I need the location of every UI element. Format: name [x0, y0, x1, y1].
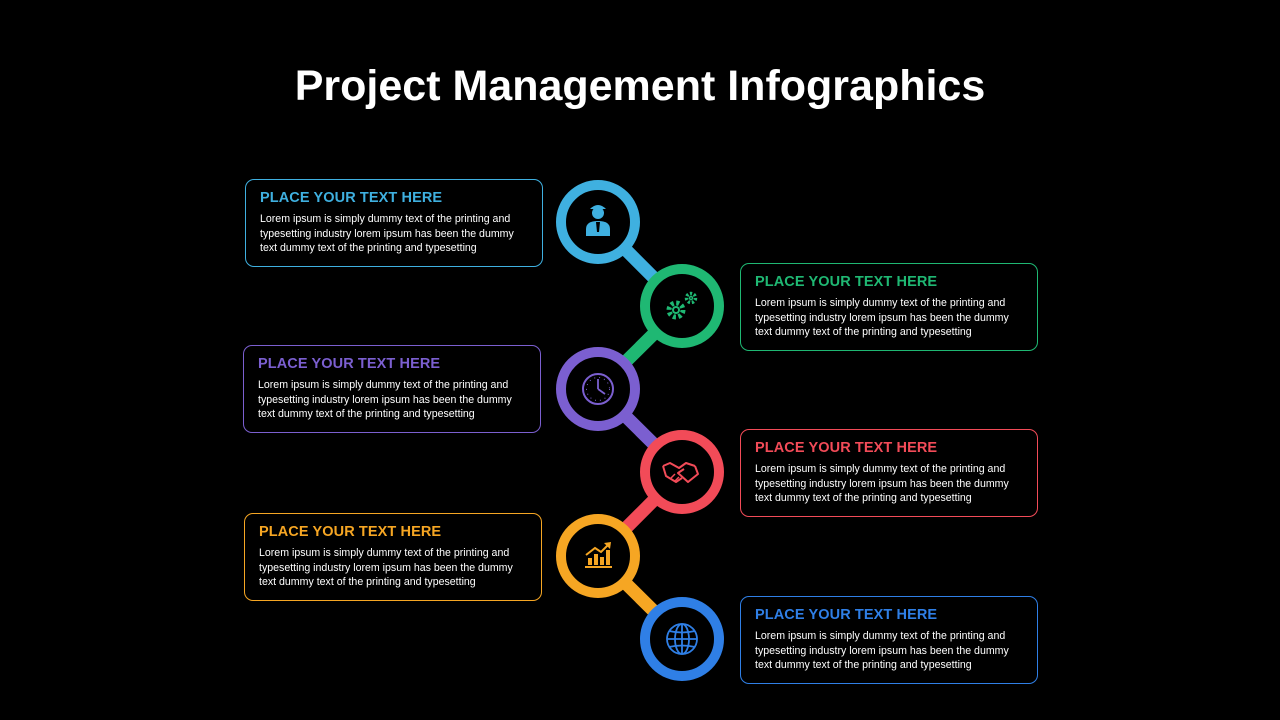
step-node-6 — [640, 597, 724, 681]
gears-icon — [666, 291, 698, 320]
step-node-1 — [556, 180, 640, 264]
step-heading: PLACE YOUR TEXT HERE — [755, 607, 938, 623]
clock-icon — [582, 373, 614, 405]
step-card-5: PLACE YOUR TEXT HERE Lorem ipsum is simp… — [244, 513, 542, 601]
handshake-icon — [662, 462, 699, 483]
growth-chart-icon — [585, 542, 612, 568]
step-heading: PLACE YOUR TEXT HERE — [755, 440, 938, 456]
step-card-3: PLACE YOUR TEXT HERE Lorem ipsum is simp… — [243, 345, 541, 433]
step-heading: PLACE YOUR TEXT HERE — [755, 274, 938, 290]
step-node-2 — [640, 264, 724, 348]
step-description: Lorem ipsum is simply dummy text of the … — [755, 463, 1009, 505]
businessman-icon — [586, 205, 610, 236]
step-heading: PLACE YOUR TEXT HERE — [259, 524, 442, 540]
step-card-6: PLACE YOUR TEXT HERE Lorem ipsum is simp… — [740, 596, 1038, 684]
step-card-2: PLACE YOUR TEXT HERE Lorem ipsum is simp… — [740, 263, 1038, 351]
step-description: Lorem ipsum is simply dummy text of the … — [755, 630, 1009, 672]
step-description: Lorem ipsum is simply dummy text of the … — [259, 547, 513, 589]
page-title: Project Management Infographics — [294, 62, 986, 110]
globe-icon — [666, 623, 698, 655]
step-card-4: PLACE YOUR TEXT HERE Lorem ipsum is simp… — [740, 429, 1038, 517]
step-card-1: PLACE YOUR TEXT HERE Lorem ipsum is simp… — [245, 179, 543, 267]
step-node-5 — [556, 514, 640, 598]
step-description: Lorem ipsum is simply dummy text of the … — [260, 213, 514, 255]
step-heading: PLACE YOUR TEXT HERE — [260, 190, 443, 206]
step-description: Lorem ipsum is simply dummy text of the … — [755, 297, 1009, 339]
step-node-4 — [640, 430, 724, 514]
step-description: Lorem ipsum is simply dummy text of the … — [258, 379, 512, 421]
step-heading: PLACE YOUR TEXT HERE — [258, 356, 441, 372]
step-node-3 — [556, 347, 640, 431]
